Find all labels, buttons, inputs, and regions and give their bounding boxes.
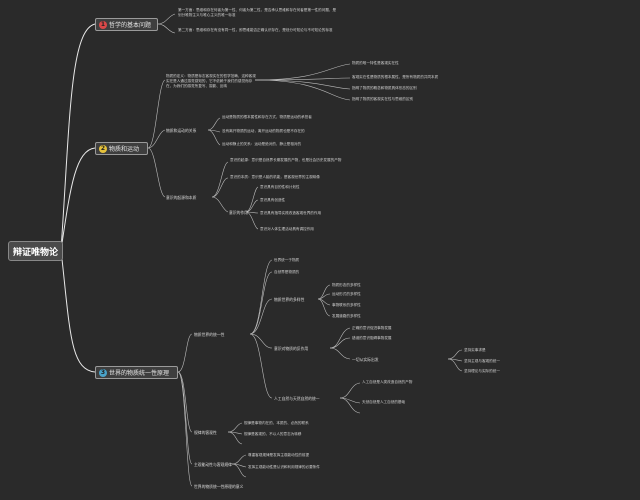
note-first-aspect: 第一方面：思维和存在何者为第一性、何者为第二性，是否承认思维和存在何者是第一性的… [178, 8, 337, 17]
note: 意识的起源：意识是自然界长期发展的产物，也是社会历史发展的产物 [230, 158, 342, 162]
note: 意识对人体生理活动具有调控作用 [260, 227, 314, 231]
branch-label: 物质和运动 [109, 146, 140, 153]
branch-matter-motion[interactable]: 2 物质和运动 [95, 142, 148, 155]
initiative-and-law[interactable]: 主观能动性与客观规律 [194, 462, 232, 467]
note: 运动和静止的关系：运动是绝对的，静止是相对的 [222, 142, 302, 146]
note: 自然界是物质的 [274, 270, 300, 274]
proceed-from-reality[interactable]: 一切从实际出发 [352, 357, 379, 362]
note: 发展道路的多样性 [332, 314, 361, 318]
branch-material-unity[interactable]: 3 世界的物质统一性原理 [95, 366, 178, 379]
note: 规律是事物内在的、本质的、必然的联系 [244, 421, 309, 425]
material-world-unity[interactable]: 物质世界的统一性 [194, 332, 225, 337]
objectivity-of-law[interactable]: 规律的客观性 [194, 430, 217, 435]
note: 发挥主观能动性是认识和利用规律的必要条件 [248, 465, 320, 469]
number-3-icon: 3 [99, 368, 107, 377]
consciousness-reaction[interactable]: 意识对物质的反作用 [274, 346, 309, 351]
note: 事物联系的多样性 [332, 303, 361, 307]
matter-motion-relation[interactable]: 物质和运动的关系 [166, 128, 197, 133]
note: 尊重客观规律是发挥主观能动性的前提 [248, 453, 310, 457]
root-node[interactable]: 辩证唯物论 [8, 241, 63, 261]
note-second-aspect: 第二方面：思维和存在有没有同一性，即思维能否正确认识存在，是划分可知论与不可知论… [178, 28, 333, 32]
note: 坚持理论与实际的统一 [464, 369, 500, 373]
note: 运动是物质的根本属性和存在方式，物质是运动的承担者 [222, 115, 312, 119]
consciousness-origin[interactable]: 意识的起源和本质 [166, 195, 197, 200]
note: 运动形式的多样性 [332, 292, 361, 296]
note: 天然自然是人工自然的基础 [362, 400, 406, 404]
note: 意识具有创造性 [260, 198, 286, 202]
note: 物质形态的多样性 [332, 283, 361, 287]
branch-label: 世界的物质统一性原理 [109, 370, 170, 377]
note: 坚持主观与客观的统一 [464, 359, 500, 363]
note: 物质的唯一特性是客观实在性 [352, 61, 399, 65]
note: 意识具有目的性和计划性 [260, 185, 300, 189]
matter-definition: 物质的定义：物质是标志客观实在的哲学范畴，这种客观实在是人通过感觉感知的，它不依… [166, 74, 256, 88]
material-world-diversity[interactable]: 物质世界的多样性 [274, 297, 305, 302]
note: 错误的意识阻碍事物发展 [352, 336, 392, 340]
note: 意识的本质：意识是人脑的机能，是客观世界的主观映像 [230, 175, 320, 179]
note: 规律是客观的，不以人的意志为转移 [244, 432, 302, 436]
significance-of-principle[interactable]: 世界的物质统一性原理的意义 [194, 484, 244, 489]
note: 正确的意识促进事物发展 [352, 326, 392, 330]
number-1-icon: 1 [99, 20, 107, 29]
artificial-natural-unity[interactable]: 人工自然与天然自然的统一 [274, 396, 320, 401]
note: 世界统一于物质 [274, 258, 300, 262]
note: 指明了物质的概念和物质具体形态的区别 [352, 86, 417, 90]
note: 坚持实事求是 [464, 348, 486, 352]
consciousness-role[interactable]: 意识的作用 [229, 210, 248, 215]
note: 指明了物质的客观实在性与思维的区别 [352, 97, 414, 101]
note: 没有离开物质的运动，离开运动的物质也是不存在的 [222, 129, 305, 133]
note: 意识具有指导实践改造客观世界的作用 [260, 211, 322, 215]
branch-basic-question[interactable]: 1 哲学的基本问题 [95, 18, 158, 31]
branch-label: 哲学的基本问题 [109, 22, 152, 29]
number-2-icon: 2 [99, 144, 107, 153]
note: 客观实在性是物质的根本属性，是所有物质的共同本质 [352, 75, 439, 79]
note: 人工自然是人类改造自然的产物 [362, 380, 413, 384]
